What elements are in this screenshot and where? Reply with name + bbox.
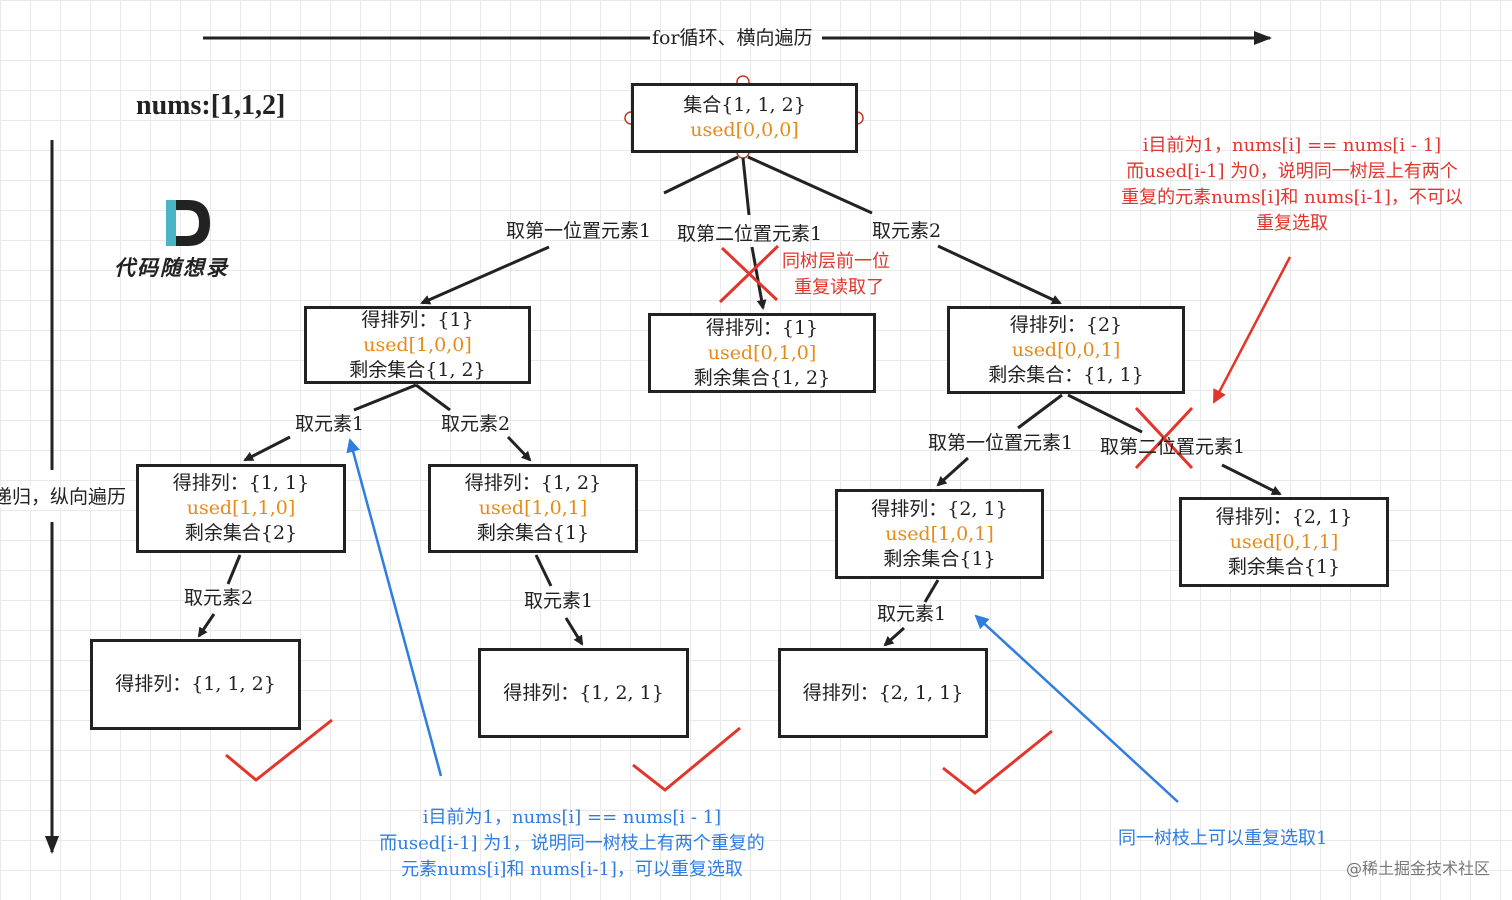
blue-explanation-note: i目前为1，nums[i] == nums[i - 1] 而used[i-1] … [352, 805, 792, 883]
red-note-line2: 而used[i-1] 为0，说明同一树层上有两个 [1126, 161, 1458, 182]
node-leaf3: 得排列：{2, 1, 1} [778, 648, 988, 738]
node-n32-used: used[0,1,1] [1229, 530, 1339, 553]
node-n2: 得排列：{1} used[0,1,0] 剩余集合{1, 2} [648, 313, 876, 393]
node-n32-rest: 剩余集合{1} [1227, 555, 1341, 578]
red-note-line1: i目前为1，nums[i] == nums[i - 1] [1142, 135, 1442, 156]
edge-label-n3-n31: 取第一位置元素1 [928, 432, 1074, 454]
same-layer-note: 同树层前一位 重复读取了 [782, 249, 890, 301]
red-note-line4: 重复选取 [1256, 213, 1328, 234]
node-n1-used: used[1,0,0] [363, 333, 472, 356]
blue-pointer-arrow-1 [346, 438, 443, 777]
logo-d-icon [166, 200, 210, 246]
watermark: @稀土掘金技术社区 [1345, 859, 1490, 878]
node-n11-perm: 得排列：{1, 1} [172, 472, 310, 494]
node-root-used: used[0,0,0] [690, 119, 799, 141]
check-mark-2 [632, 726, 741, 792]
same-layer-note-line1: 同树层前一位 [782, 251, 890, 272]
node-n1-rest: 剩余集合{1, 2} [349, 358, 486, 381]
edge-label-n3-n32: 取第二位置元素1 [1100, 436, 1246, 458]
cross-mark-2 [1134, 406, 1194, 470]
check-mark-3 [942, 729, 1053, 795]
edge-label-n31-leaf: 取元素1 [877, 603, 947, 625]
page-title: nums:[1,1,2] [136, 90, 286, 121]
node-leaf2: 得排列：{1, 2, 1} [478, 648, 689, 738]
edge-label-n1-n11: 取元素1 [295, 413, 365, 435]
edge-label-root-n3: 取元素2 [872, 220, 942, 242]
edge-label-n1-n12: 取元素2 [441, 413, 511, 435]
edge-label-root-n1: 取第一位置元素1 [506, 220, 652, 242]
node-leaf1: 得排列：{1, 1, 2} [90, 639, 301, 730]
node-n2-perm: 得排列：{1} [705, 316, 819, 339]
for-loop-label: for循环、横向遍历 [652, 27, 813, 49]
node-leaf2-perm: 得排列：{1, 2, 1} [503, 681, 664, 704]
edge-label-n11-leaf: 取元素2 [184, 587, 254, 609]
edge-label-n12-leaf: 取元素1 [524, 590, 594, 612]
node-n2-used: used[0,1,0] [707, 341, 817, 364]
blue-pointer-arrow-2 [974, 614, 1179, 803]
node-n12-used: used[1,0,1] [478, 497, 588, 519]
edge-label-root-n2: 取第二位置元素1 [677, 223, 823, 245]
check-mark-1 [225, 718, 333, 782]
logo-text: 代码随想录 [114, 256, 229, 280]
node-n1-perm: 得排列：{1} [361, 308, 474, 331]
cross-mark-1 [718, 244, 780, 304]
node-n31-used: used[1,0,1] [885, 522, 994, 545]
node-n31: 得排列：{2, 1} used[1,0,1] 剩余集合{1} [835, 489, 1044, 579]
node-n12-rest: 剩余集合{1} [476, 522, 590, 544]
node-n32: 得排列：{2, 1} used[0,1,1] 剩余集合{1} [1179, 497, 1389, 587]
edge-root-n1 [663, 155, 739, 195]
edge-root-n2 [741, 157, 751, 216]
node-n11-used: used[1,1,0] [186, 497, 296, 519]
node-n12: 得排列：{1, 2} used[1,0,1] 剩余集合{1} [428, 464, 638, 553]
node-root-set: 集合{1, 1, 2} [683, 94, 806, 116]
node-leaf3-perm: 得排列：{2, 1, 1} [802, 681, 964, 704]
node-n3-rest: 剩余集合：{1, 1} [988, 363, 1144, 386]
red-explanation-note: i目前为1，nums[i] == nums[i - 1] 而used[i-1] … [1110, 133, 1474, 237]
node-n11: 得排列：{1, 1} used[1,1,0] 剩余集合{2} [136, 464, 346, 553]
node-n31-rest: 剩余集合{1} [883, 547, 996, 570]
node-leaf1-perm: 得排列：{1, 1, 2} [115, 673, 276, 695]
edge-root-n3 [747, 155, 873, 215]
blue-note-line2: 而used[i-1] 为1，说明同一树枝上有两个重复的 [379, 833, 765, 854]
node-n2-rest: 剩余集合{1, 2} [693, 366, 831, 389]
blue-note-line1: i目前为1，nums[i] == nums[i - 1] [422, 807, 722, 828]
red-pointer-arrow [1212, 256, 1292, 404]
node-n32-perm: 得排列：{2, 1} [1215, 505, 1353, 528]
node-n3-used: used[0,0,1] [1011, 338, 1121, 361]
node-n1: 得排列：{1} used[1,0,0] 剩余集合{1, 2} [304, 306, 531, 384]
node-n12-perm: 得排列：{1, 2} [464, 472, 602, 494]
node-n3: 得排列：{2} used[0,0,1] 剩余集合：{1, 1} [947, 306, 1185, 394]
blue-note-line3: 元素nums[i]和 nums[i-1]，可以重复选取 [401, 859, 743, 880]
red-note-line3: 重复的元素nums[i]和 nums[i-1]，不可以 [1121, 187, 1463, 208]
recursion-label: 递归，纵向遍历 [0, 486, 126, 508]
same-layer-note-line2: 重复读取了 [794, 277, 884, 298]
node-n3-perm: 得排列：{2} [1009, 313, 1123, 336]
node-n11-rest: 剩余集合{2} [184, 522, 298, 544]
blue-branch-note: 同一树枝上可以重复选取1 [1118, 828, 1328, 849]
node-root: 集合{1, 1, 2} used[0,0,0] [631, 83, 858, 153]
node-n31-perm: 得排列：{2, 1} [871, 497, 1008, 520]
